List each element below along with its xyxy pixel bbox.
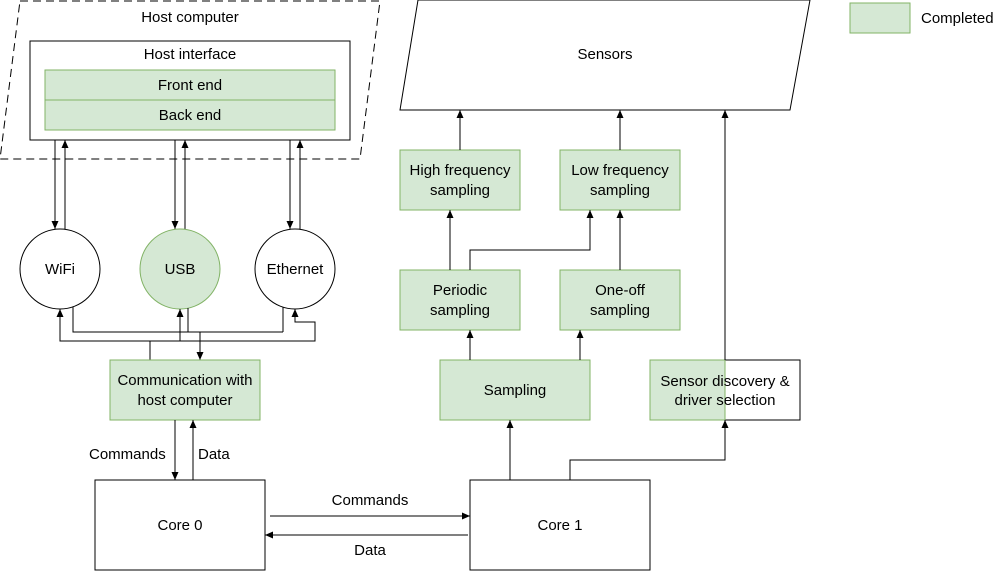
periodic-sampling-label-line2: sampling — [430, 302, 490, 319]
host-interface-title: Host interface — [144, 46, 237, 63]
back-end-label: Back end — [159, 107, 222, 124]
discovery-box-completed-part — [649, 359, 726, 421]
periodic-sampling-label-line1: Periodic — [433, 282, 488, 299]
arrow-comm-to-ethernet — [180, 309, 316, 342]
oneoff-sampling-label-line2: sampling — [590, 302, 650, 319]
communication-label-line1: Communication with — [117, 372, 252, 389]
wifi-label: WiFi — [45, 261, 75, 278]
communication-label-line2: host computer — [137, 392, 232, 409]
back-end-box — [44, 99, 336, 131]
low-frequency-label-line2: sampling — [590, 182, 650, 199]
oneoff-sampling-label-line1: One-off — [595, 282, 646, 299]
sampling-box — [439, 359, 591, 421]
core1-label: Core 1 — [537, 517, 582, 534]
low-frequency-label-line1: Low frequency — [571, 162, 669, 179]
discovery-label-line2: driver selection — [675, 392, 776, 409]
arrow-comm-to-wifi — [56, 309, 151, 360]
front-end-label: Front end — [158, 77, 222, 94]
sensors-label: Sensors — [577, 46, 632, 63]
usb-label: USB — [165, 261, 196, 278]
host-computer-title: Host computer — [141, 9, 239, 26]
sampling-label: Sampling — [484, 382, 547, 399]
arrow-comm-to-usb — [150, 309, 184, 342]
communication-box — [109, 359, 261, 421]
ethernet-label: Ethernet — [267, 261, 325, 278]
core0-box — [94, 479, 266, 571]
high-frequency-label-line2: sampling — [430, 182, 490, 199]
periodic-sampling-box — [399, 269, 521, 331]
sensors-box — [399, 0, 811, 111]
oneoff-sampling-box — [559, 269, 681, 331]
data-horizontal-label: Data — [354, 542, 386, 559]
legend-swatch — [849, 2, 911, 34]
host-computer-container — [0, 0, 381, 160]
arrow-periodic-to-low — [469, 210, 594, 270]
commands-vertical-label: Commands — [89, 446, 166, 463]
legend-label: Completed — [921, 10, 994, 27]
high-frequency-label-line1: High frequency — [410, 162, 511, 179]
arrow-wifi-to-comm — [72, 307, 204, 360]
low-frequency-box — [559, 149, 681, 211]
data-vertical-label: Data — [198, 446, 230, 463]
commands-horizontal-label: Commands — [332, 492, 409, 509]
discovery-label-line1: Sensor discovery & — [660, 373, 789, 390]
core1-box — [469, 479, 651, 571]
arrow-core1-to-discovery — [569, 420, 729, 480]
high-frequency-box — [399, 149, 521, 211]
core0-label: Core 0 — [157, 517, 202, 534]
front-end-box — [44, 69, 336, 101]
